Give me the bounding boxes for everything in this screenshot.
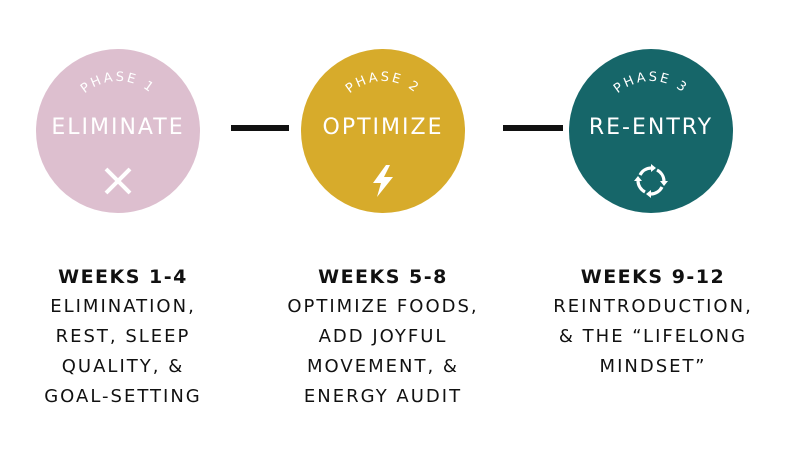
phase-2-details: WEEKS 5-8 OPTIMIZE FOODS, ADD JOYFUL MOV… — [270, 262, 496, 412]
phase-3-label: PHASE 3 — [611, 70, 688, 97]
phase-1-details: WEEKS 1-4 ELIMINATION, REST, SLEEP QUALI… — [0, 262, 246, 412]
phase-1-label: PHASE 1 — [78, 70, 155, 97]
phase-3-circle: PHASE 3 RE-ENTRY — [569, 49, 733, 213]
phase-3-details: WEEKS 9-12 REINTRODUCTION, & THE “LIFELO… — [548, 262, 758, 382]
phase-2-weeks: WEEKS 5-8 — [318, 266, 448, 288]
phase-3-arc-label: PHASE 3 — [611, 70, 691, 97]
svg-text:PHASE 1: PHASE 1 — [78, 70, 158, 97]
phase-2-title: OPTIMIZE — [322, 115, 444, 140]
phase-2-label: PHASE 2 — [343, 70, 420, 97]
svg-text:PHASE 3: PHASE 3 — [611, 70, 691, 97]
svg-text:PHASE 2: PHASE 2 — [343, 70, 423, 97]
phase-2-description: OPTIMIZE FOODS, ADD JOYFUL MOVEMENT, & E… — [287, 296, 479, 407]
phase-2-circle: PHASE 2 OPTIMIZE — [301, 49, 465, 213]
phase-1-arc-label: PHASE 1 — [78, 70, 158, 97]
connector-line-2 — [503, 125, 563, 131]
lightning-bolt-icon — [373, 165, 393, 197]
phase-3-title: RE-ENTRY — [588, 115, 714, 140]
phase-1-weeks: WEEKS 1-4 — [58, 266, 188, 288]
x-icon — [104, 167, 132, 195]
cycle-arrows-icon — [634, 164, 668, 198]
phase-3-description: REINTRODUCTION, & THE “LIFELONG MINDSET” — [553, 296, 753, 377]
phase-1-title: ELIMINATE — [51, 115, 185, 140]
phase-1-circle: PHASE 1 ELIMINATE — [36, 49, 200, 213]
phase-2-arc-label: PHASE 2 — [343, 70, 423, 97]
connector-line-1 — [231, 125, 289, 131]
phase-1-description: ELIMINATION, REST, SLEEP QUALITY, & GOAL… — [44, 296, 202, 407]
phase-3-weeks: WEEKS 9-12 — [580, 266, 726, 288]
